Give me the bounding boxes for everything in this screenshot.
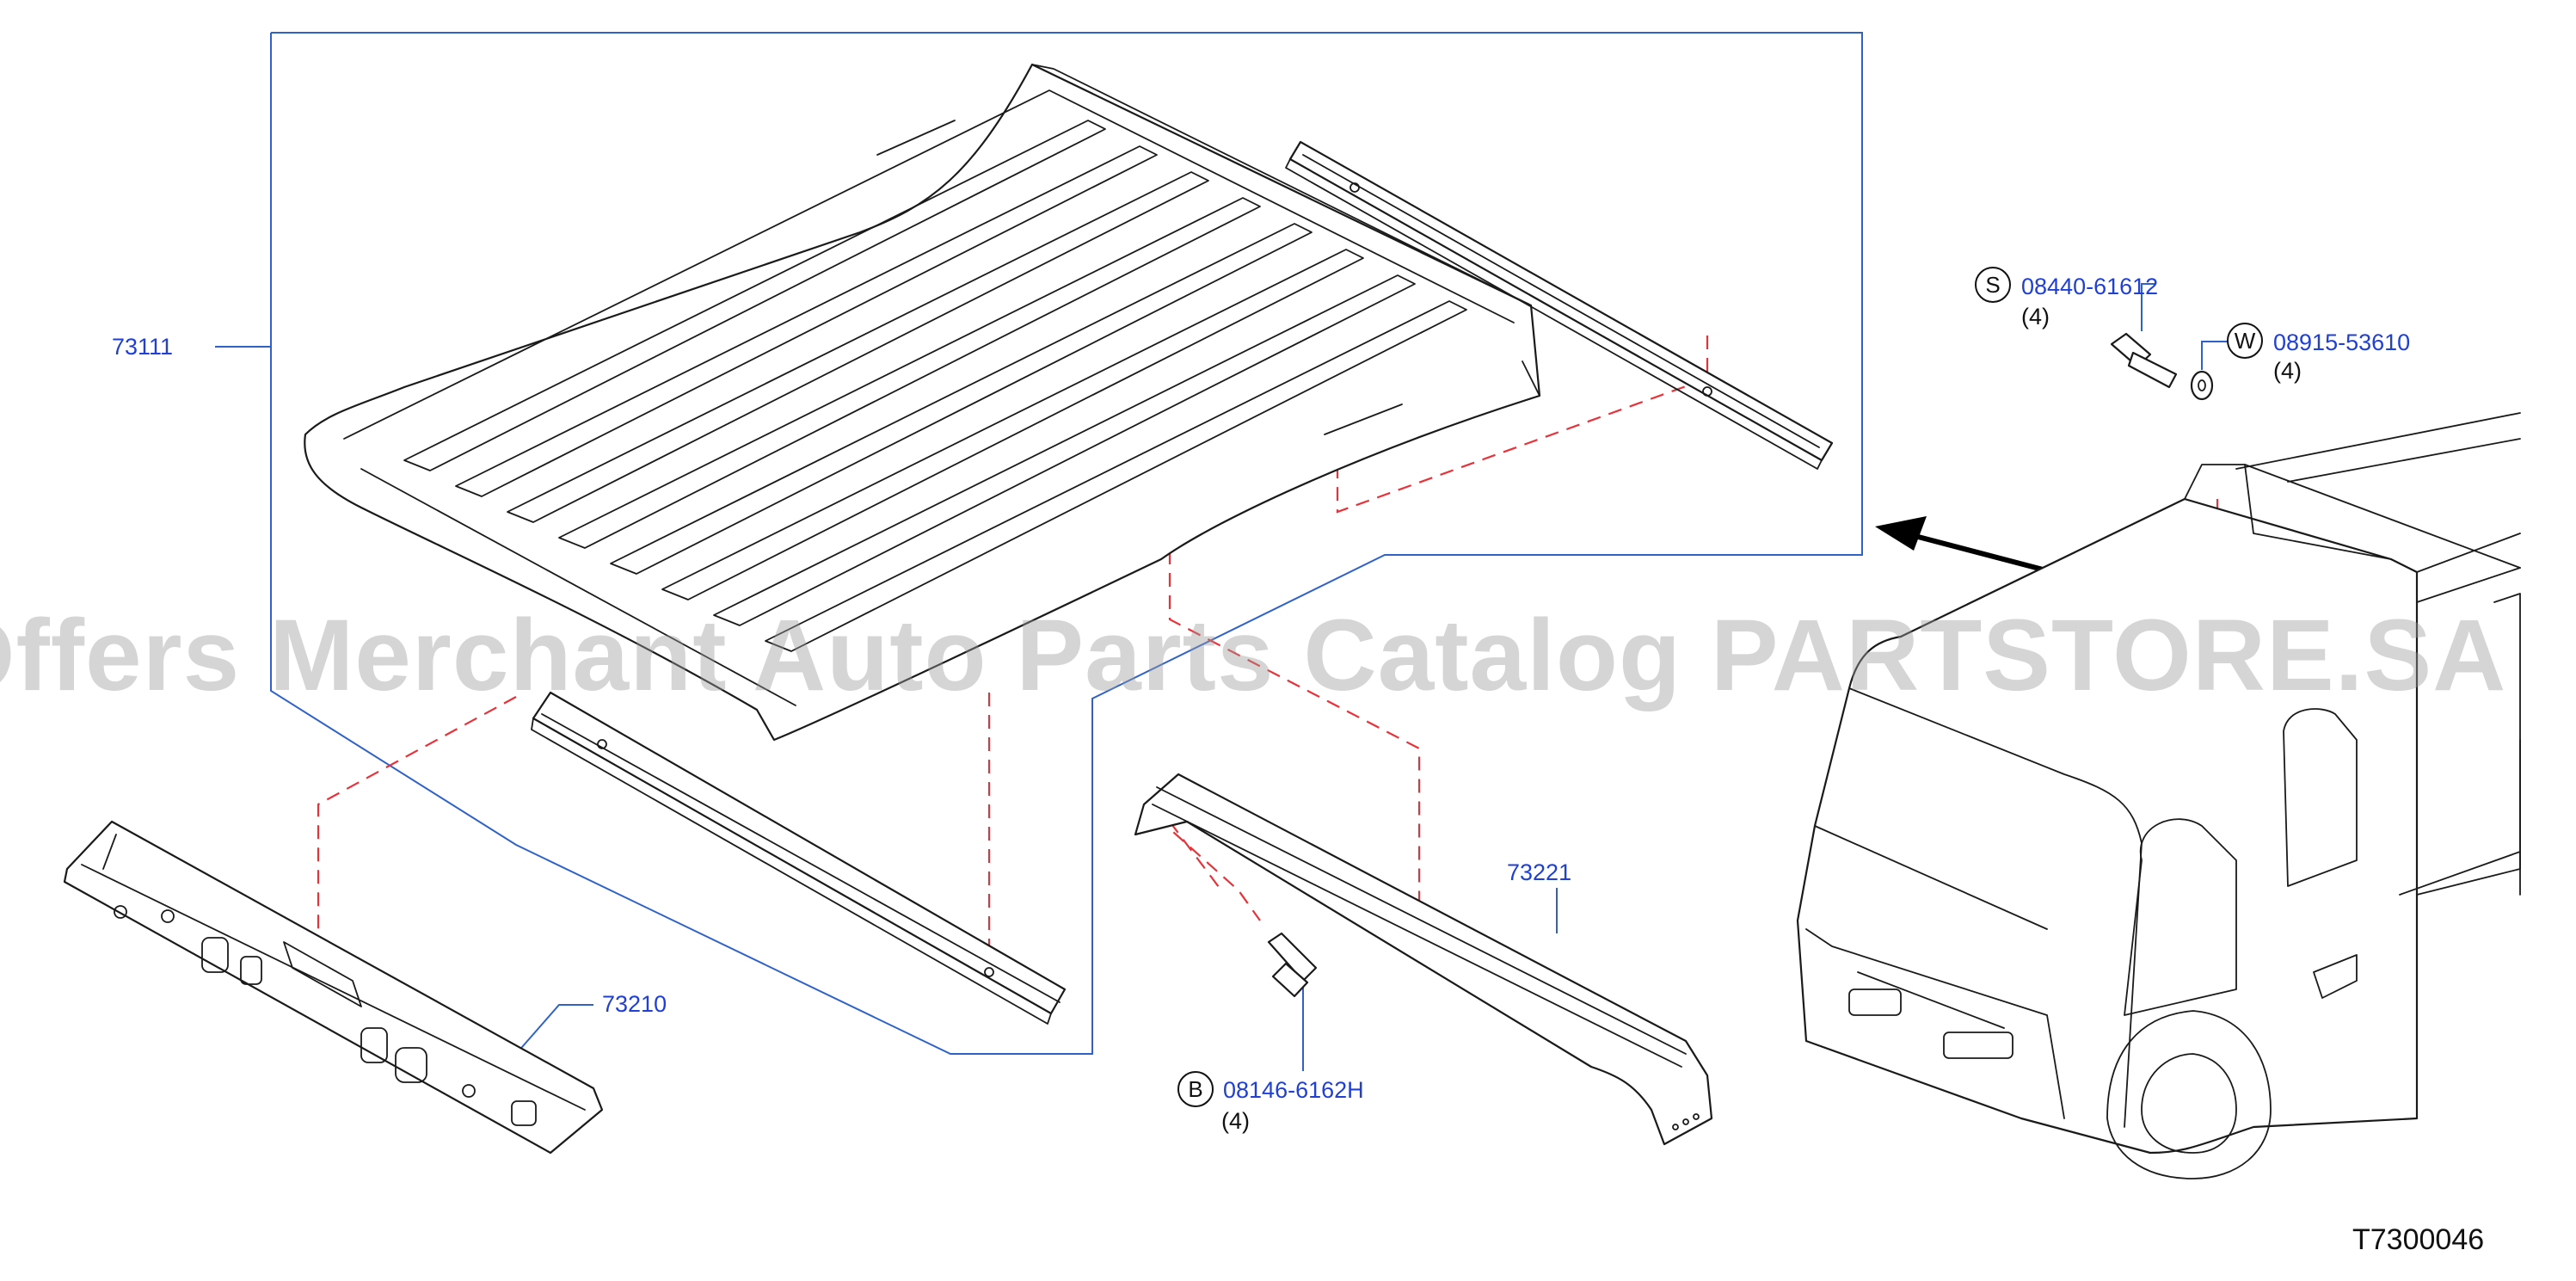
truck-cab-drawing	[1796, 412, 2521, 1179]
badge-letter-s: S	[1985, 272, 2000, 298]
callout-washer-w: W 08915-53610 (4)	[2227, 323, 2410, 384]
roof-group-frame	[270, 32, 1863, 1055]
badge-letter-w: W	[2235, 328, 2256, 354]
badge-letter-b: B	[1188, 1076, 1202, 1102]
figure-code: T7300046	[2352, 1223, 2484, 1256]
quantity-08146-6162h: (4)	[1221, 1108, 1250, 1134]
screw-drawing[interactable]	[2110, 332, 2178, 389]
callout-screw-s: S 08440-61612 (4)	[1975, 267, 2158, 329]
part-number-73111[interactable]: 73111	[112, 334, 173, 360]
roof-ribs	[403, 120, 1467, 652]
rear-roof-rail-drawing[interactable]	[1285, 140, 1834, 470]
roof-panel-drawing[interactable]	[304, 63, 1541, 742]
callout-bolt-b: B 08146-6162H (4)	[1177, 1071, 1364, 1134]
part-number-08915-53610[interactable]: 08915-53610	[2273, 329, 2410, 355]
part-number-08440-61612[interactable]: 08440-61612	[2021, 274, 2158, 299]
part-number-08146-6162h[interactable]: 08146-6162H	[1223, 1077, 1364, 1103]
side-roof-rail-drawing[interactable]	[531, 691, 1067, 1025]
leader-08440	[2141, 283, 2155, 331]
part-number-73221[interactable]: 73221	[1507, 859, 1571, 885]
front-roof-rail-drawing[interactable]	[63, 820, 604, 1155]
part-number-73210[interactable]: 73210	[602, 991, 667, 1017]
badge-circle-s	[1975, 267, 2011, 303]
washer-drawing[interactable]	[2190, 370, 2214, 401]
rear-roof-bow-drawing[interactable]	[1134, 773, 1713, 1146]
watermark: Offers Merchant Auto Parts Catalog PARTS…	[0, 599, 2506, 712]
badge-circle-w	[2227, 323, 2263, 359]
badge-circle-b	[1177, 1071, 1214, 1107]
quantity-08915-53610: (4)	[2273, 358, 2302, 384]
bolt-drawing[interactable]	[1267, 932, 1318, 998]
quantity-08440-61612: (4)	[2021, 304, 2050, 329]
leader-73210	[515, 1004, 593, 1055]
